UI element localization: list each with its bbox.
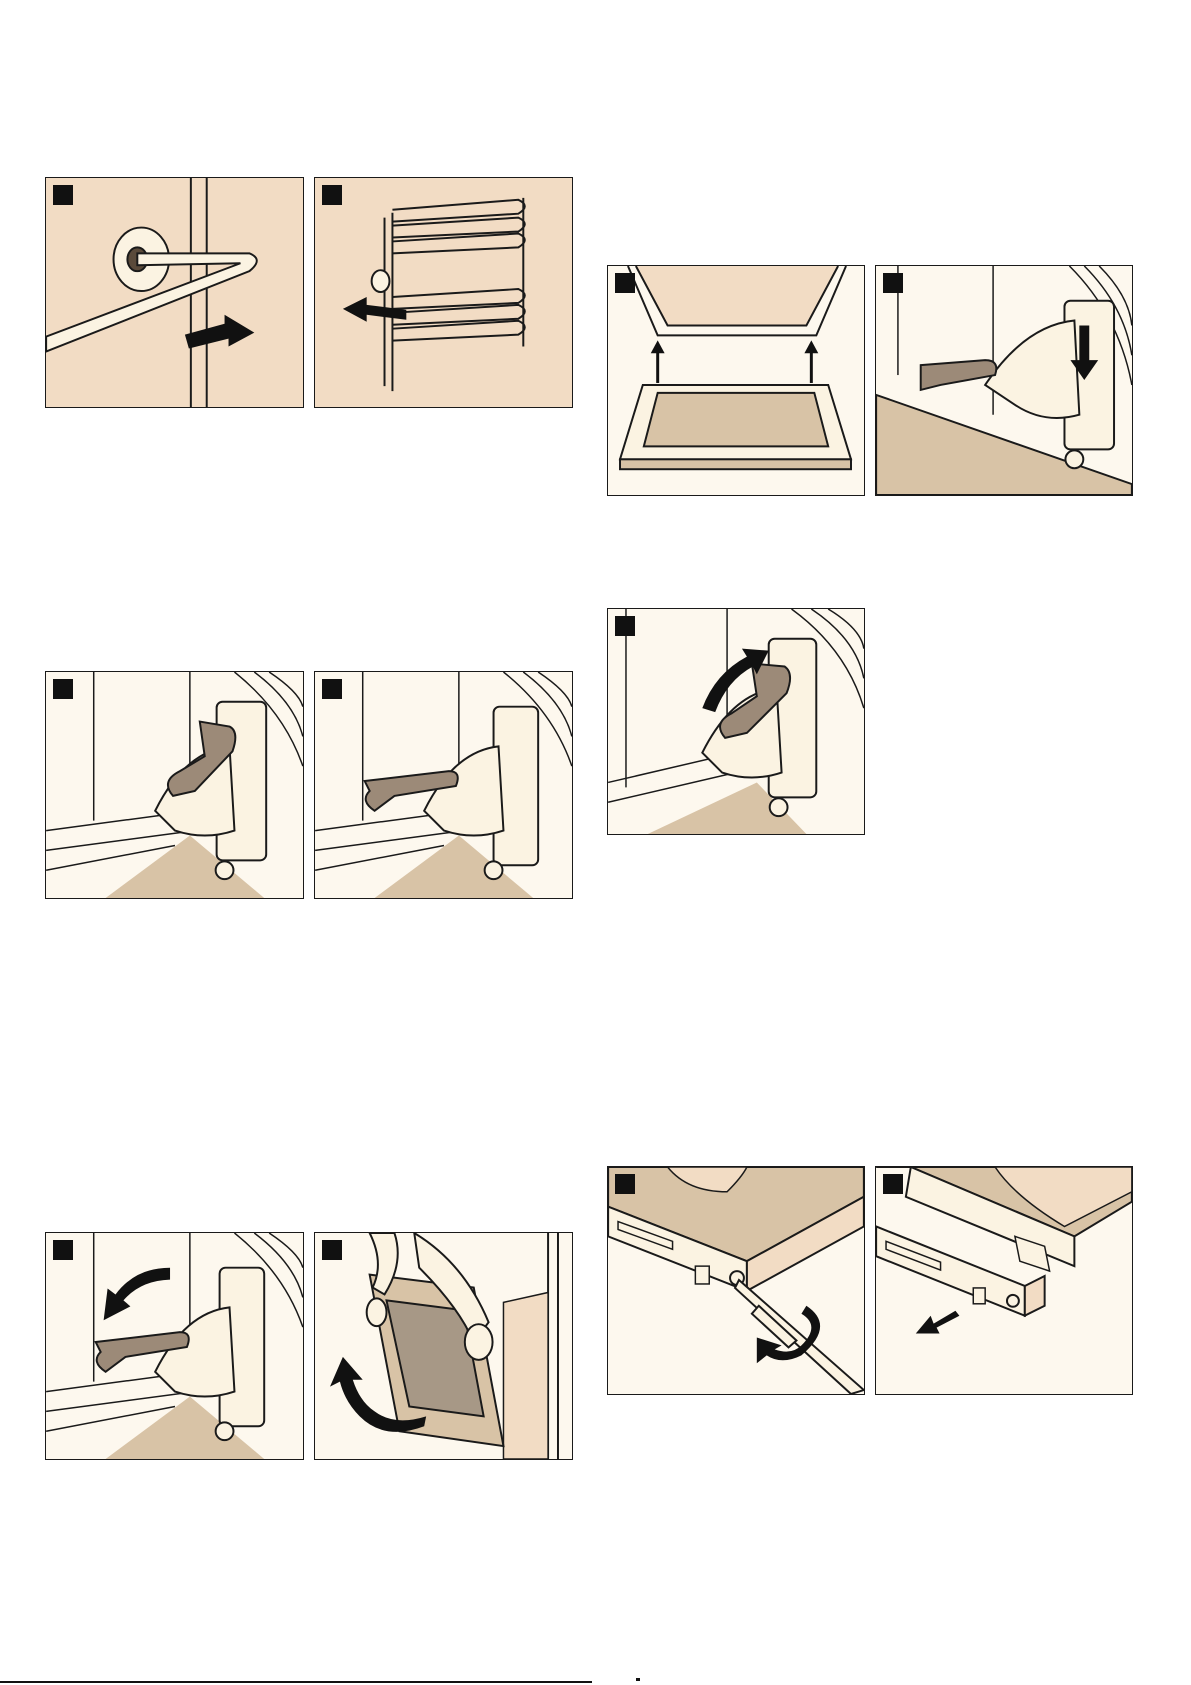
step-marker	[615, 616, 635, 636]
fig-rail-unhook	[45, 177, 304, 408]
hinge-lever-rotate-down-arrow-icon	[46, 1233, 303, 1459]
fig-lever-rotate-up	[607, 608, 865, 835]
step-marker	[322, 1240, 342, 1260]
fig-hinge-seat	[875, 265, 1133, 496]
fig-door-lift	[607, 265, 865, 496]
fig-lever-rotate-down	[45, 1232, 304, 1460]
step-marker	[615, 1174, 635, 1194]
footer-rule	[0, 1681, 592, 1683]
fig-screw-unfasten	[607, 1166, 865, 1395]
screwdriver-turn-icon	[608, 1167, 864, 1394]
step-marker	[883, 1174, 903, 1194]
shelf-rail-pull-left-icon	[315, 178, 572, 407]
step-marker	[53, 1240, 73, 1260]
step-marker	[322, 185, 342, 205]
strip-pull-out-icon	[876, 1167, 1132, 1394]
fig-strip-remove	[875, 1166, 1133, 1395]
hinge-lever-down-icon	[315, 672, 572, 898]
door-lift-arrows-icon	[608, 266, 864, 495]
step-marker	[883, 273, 903, 293]
fig-door-remove	[314, 1232, 573, 1460]
hinge-lever-up-icon	[46, 672, 303, 898]
fig-lever-closed	[314, 671, 573, 899]
hinge-seat-down-arrow-icon	[876, 266, 1132, 495]
fig-rail-remove	[314, 177, 573, 408]
step-marker	[53, 679, 73, 699]
step-marker	[615, 273, 635, 293]
step-marker	[53, 185, 73, 205]
fig-lever-open	[45, 671, 304, 899]
step-marker	[322, 679, 342, 699]
footer-mark	[636, 1678, 640, 1681]
rail-hook-pull-right-icon	[46, 178, 303, 407]
door-remove-hands-icon	[315, 1233, 572, 1459]
hinge-lever-rotate-arrow-icon	[608, 609, 864, 834]
